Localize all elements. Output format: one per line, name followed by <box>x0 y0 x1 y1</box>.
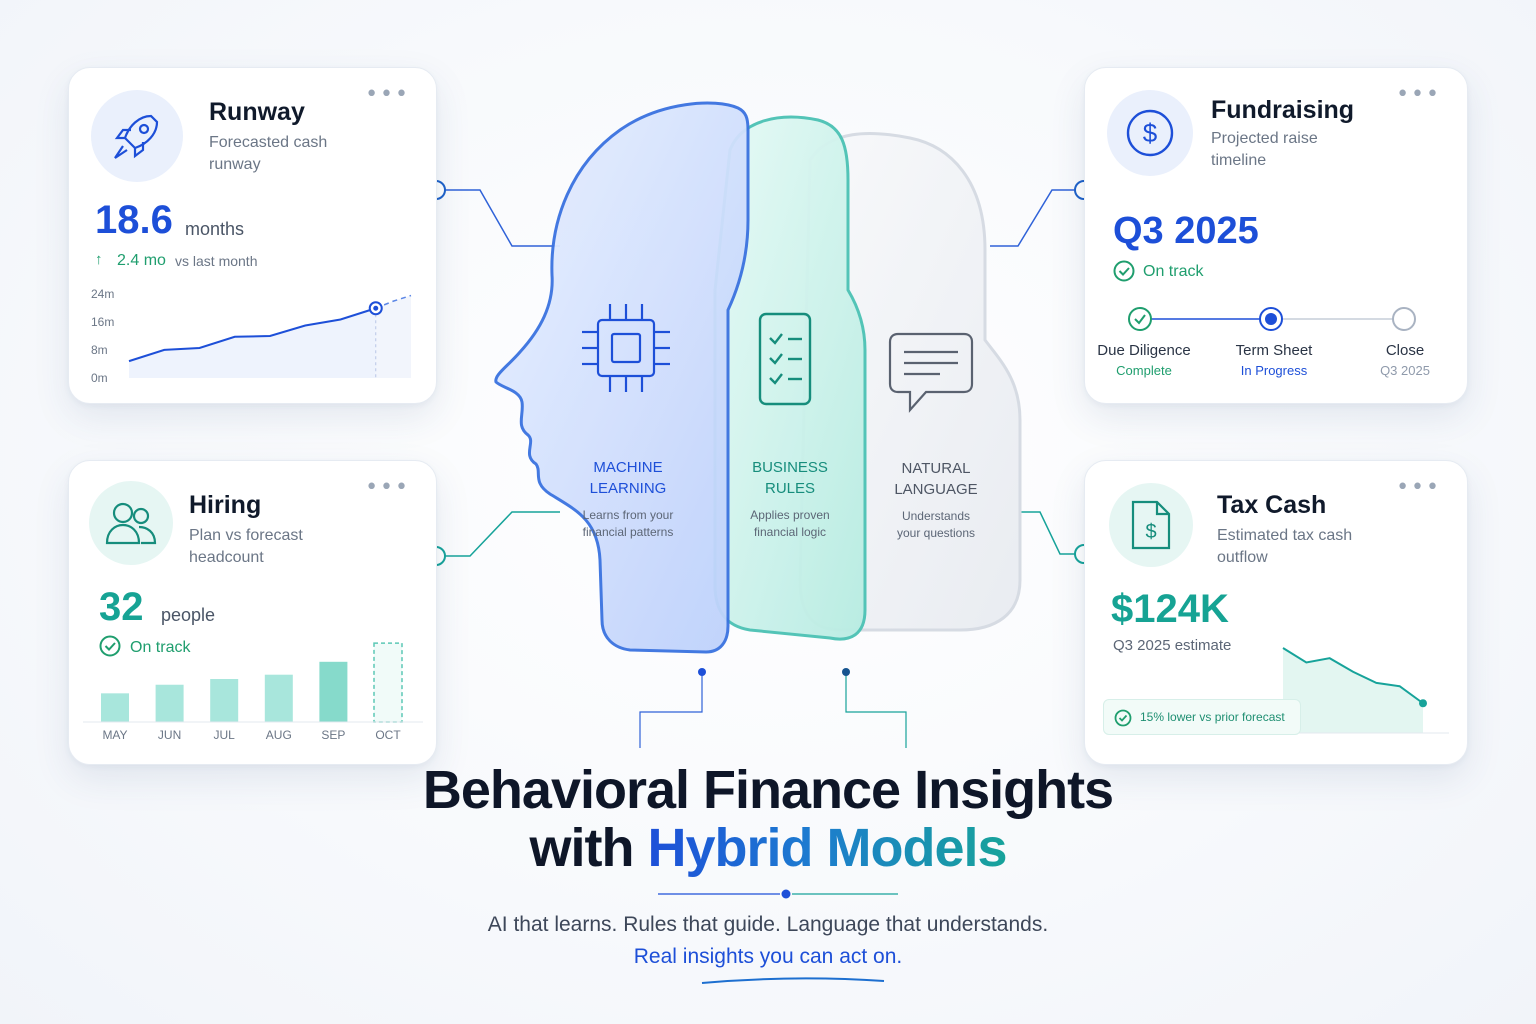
tax-cash-chart <box>1281 647 1449 734</box>
check-circle-icon <box>99 635 121 657</box>
card-subtitle: Plan vs forecast <box>189 527 303 544</box>
hiring-month-label: JUL <box>214 728 236 742</box>
fundraising-value: Q3 2025 <box>1113 210 1259 252</box>
hiring-status: On track <box>130 639 191 656</box>
step-complete-icon <box>1128 307 1152 331</box>
rules-layer-label: BUSINESS RULES Applies proven financial … <box>750 459 830 539</box>
step-due-diligence: Due Diligence Complete <box>1097 342 1191 378</box>
tax-cash-value: $124K <box>1111 587 1229 631</box>
machine-learning-layer <box>494 101 750 654</box>
hiring-month-label: OCT <box>375 728 401 742</box>
tax-note: 15% lower vs prior forecast <box>1140 710 1285 724</box>
hiring-bar <box>264 674 293 722</box>
chat-bubble-icon <box>888 332 974 413</box>
nl-layer-label: NATURAL LANGUAGE Understands your questi… <box>894 460 978 540</box>
runway-line <box>128 307 377 363</box>
check-circle-icon <box>1113 260 1135 282</box>
step-pending-icon <box>1392 307 1416 331</box>
headline: Behavioral Finance Insights with Hybrid … <box>368 760 1168 998</box>
runway-forecast-line <box>375 294 412 309</box>
more-options-icon[interactable]: ••• <box>365 82 410 107</box>
runway-card[interactable]: ••• Runway Forecasted cash runway 18.6 m… <box>68 67 437 404</box>
more-options-icon[interactable]: ••• <box>1396 475 1441 500</box>
card-subtitle: Forecasted cash <box>209 134 328 151</box>
headline-highlight: Hybrid Models <box>647 818 1007 878</box>
tagline-cta: Real insights you can act on. <box>633 945 903 968</box>
runway-delta: 2.4 mo <box>117 252 166 269</box>
card-subtitle: headcount <box>189 549 264 566</box>
hiring-chart: MAY JUN JUL AUG SEP OCT <box>83 642 423 742</box>
card-title: Tax Cash <box>1217 491 1327 519</box>
step-close: Close Q3 2025 <box>1380 342 1430 378</box>
y-tick-label: 0m <box>91 371 108 385</box>
svg-text:$: $ <box>1145 521 1156 543</box>
hiring-bar <box>210 679 239 722</box>
tax-document-icon: $ <box>1109 483 1193 567</box>
hiring-value: 32 <box>99 585 144 629</box>
hiring-month-label: MAY <box>102 728 127 742</box>
svg-text:$: $ <box>1143 118 1158 148</box>
current-point-dot <box>373 305 379 311</box>
headline-divider <box>658 889 898 899</box>
hiring-bar <box>101 693 129 722</box>
up-arrow-icon: ↑ <box>95 251 103 268</box>
card-subtitle: runway <box>209 156 261 173</box>
runway-forecast-area <box>375 295 411 378</box>
step-term-sheet: Term Sheet In Progress <box>1235 342 1313 378</box>
people-icon <box>89 481 173 565</box>
tax-note-badge: 15% lower vs prior forecast <box>1103 699 1301 735</box>
runway-value: 18.6 <box>95 198 173 242</box>
runway-area <box>129 308 376 378</box>
tagline-underline <box>701 977 885 984</box>
runway-delta-context: vs last month <box>175 253 258 269</box>
y-tick-label: 16m <box>91 315 114 329</box>
card-title: Runway <box>209 98 305 126</box>
tax-cash-period: Q3 2025 estimate <box>1113 637 1232 654</box>
check-circle-icon <box>1114 709 1132 727</box>
card-subtitle: Estimated tax cash <box>1217 527 1353 544</box>
tax-line <box>1282 647 1424 705</box>
hiring-bar <box>319 661 348 722</box>
fundraising-card[interactable]: ••• $ Fundraising Projected raise timeli… <box>1084 67 1468 404</box>
dollar-icon: $ <box>1107 90 1193 176</box>
hiring-bar <box>155 684 184 722</box>
chip-icon <box>582 304 670 392</box>
fundraising-timeline <box>1128 307 1416 331</box>
hiring-month-label: SEP <box>321 728 345 742</box>
card-title: Fundraising <box>1211 96 1355 124</box>
more-options-icon[interactable]: ••• <box>1396 82 1441 107</box>
hiring-month-label: JUN <box>158 728 181 742</box>
card-subtitle: outflow <box>1217 549 1268 566</box>
hybrid-model-illustration <box>494 101 1022 654</box>
tax-cash-card[interactable]: ••• $ Tax Cash Estimated tax cash outflo… <box>1084 460 1468 765</box>
hiring-month-label: AUG <box>266 728 292 742</box>
runway-chart: 24m 16m 8m 0m <box>91 287 412 385</box>
card-title: Hiring <box>189 491 262 519</box>
hiring-card[interactable]: ••• Hiring Plan vs forecast headcount 32… <box>68 460 437 765</box>
checklist-icon <box>758 312 812 406</box>
runway-unit: months <box>185 219 245 239</box>
y-tick-label: 8m <box>91 343 108 357</box>
hiring-unit: people <box>161 605 216 625</box>
ml-layer-label: MACHINE LEARNING Learns from your financ… <box>582 459 674 539</box>
headline-line-2: with Hybrid Models <box>529 818 1007 878</box>
hiring-bar-forecast <box>373 642 403 723</box>
tax-end-point <box>1419 699 1427 708</box>
card-subtitle: timeline <box>1211 152 1267 169</box>
more-options-icon[interactable]: ••• <box>365 475 410 500</box>
rocket-icon <box>91 90 183 182</box>
tagline: AI that learns. Rules that guide. Langua… <box>487 913 1049 936</box>
card-subtitle: Projected raise <box>1211 130 1318 147</box>
headline-line-1: Behavioral Finance Insights <box>422 760 1114 820</box>
tax-area <box>1283 648 1423 733</box>
y-tick-label: 24m <box>91 287 114 301</box>
fundraising-status: On track <box>1143 263 1204 280</box>
